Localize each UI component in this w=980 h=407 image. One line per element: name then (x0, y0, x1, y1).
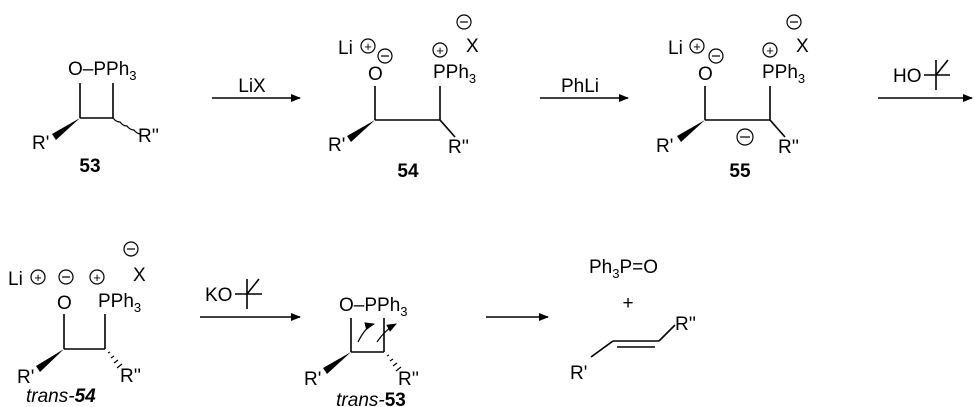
r-prime-label: R' (328, 135, 345, 156)
wedge-bond (347, 120, 375, 142)
oxygen-label: O (368, 64, 383, 85)
compound-55: Li + + X O PPh3 R' R'' 55 (656, 14, 809, 182)
hashed-bond (107, 351, 123, 369)
compound-54-label: 54 (397, 161, 419, 182)
r-double-prime-label: R'' (120, 366, 141, 387)
plus-charge-icon (432, 42, 448, 58)
c-r-bond (769, 119, 786, 138)
triphenylphosphine-oxide-label: Ph3P=O (589, 257, 658, 281)
compound-trans-54: Li + + X O PPh3 R' R'' trans-54 (8, 241, 146, 407)
plus-charge-sign: + (766, 43, 774, 58)
plus-charge-icon (30, 269, 46, 285)
wedge-bond (52, 118, 80, 140)
oxaphosphetane-o-p-label: O–PPh3 (68, 59, 137, 83)
curved-arrow-icon (357, 322, 375, 343)
plus-charge-icon (360, 38, 376, 54)
plus-charge-sign: + (34, 270, 42, 285)
plus-charge-sign: + (436, 43, 444, 58)
hashed-bond (386, 354, 402, 372)
reagent-tbuoh: HO (893, 66, 922, 87)
compound-53-label: 53 (79, 156, 100, 177)
minus-charge-icon (456, 14, 472, 30)
plus-charge-icon (762, 42, 778, 58)
wedge-bond (323, 352, 351, 374)
tert-butyl-group (924, 59, 950, 90)
plus-charge-sign: + (93, 270, 101, 285)
plus-charge-icon (89, 269, 105, 285)
wedge-bond (677, 120, 705, 142)
arrow-step-1: LiX (212, 76, 301, 102)
r-double-prime-label: R'' (138, 126, 159, 147)
c-r-bond (439, 119, 456, 138)
r-prime-label: R' (656, 136, 673, 157)
phosphonium-label: PPh3 (762, 62, 805, 86)
compound-trans-54-label: trans-54 (26, 386, 96, 407)
alkene-product (590, 324, 676, 358)
oxaphosphetane-o-p-label: O–PPh3 (339, 295, 408, 319)
carbanion-charge-icon (736, 128, 754, 146)
compound-55-label: 55 (729, 161, 751, 182)
lithium-label: Li (338, 38, 353, 59)
r-double-prime-label: R'' (675, 314, 696, 335)
minus-charge-icon (377, 48, 393, 64)
arrow-step-3: HO (878, 59, 973, 102)
minus-charge-icon (123, 241, 139, 257)
r-double-prime-label: R'' (448, 137, 469, 158)
r-prime-label: R' (32, 133, 49, 154)
compound-53: O–PPh3 R' R'' 53 (32, 59, 159, 177)
phosphonium-label: PPh3 (98, 291, 141, 315)
r-prime-label: R' (304, 369, 321, 390)
minus-charge-icon (58, 269, 74, 285)
tert-butyl-group (235, 278, 262, 309)
plus-charge-icon (689, 38, 705, 54)
curved-arrow-icon (376, 323, 397, 343)
plus-charge-sign: + (364, 39, 372, 54)
products: Ph3P=O + R' R'' (570, 257, 696, 384)
wavy-bond (112, 117, 142, 135)
counterion-x-label: X (796, 36, 809, 57)
minus-charge-icon (708, 48, 724, 64)
reagent-kotbu: KO (205, 285, 232, 306)
reagent-lix: LiX (238, 76, 266, 97)
phosphonium-label: PPh3 (433, 62, 476, 86)
counterion-x-label: X (466, 36, 479, 57)
reagent-phli: PhLi (561, 76, 599, 97)
lithium-label: Li (8, 269, 23, 290)
compound-54: Li + + X O PPh3 R' R'' 54 (328, 14, 479, 182)
lithium-label: Li (668, 38, 683, 59)
wedge-bond (36, 349, 64, 372)
counterion-x-label: X (133, 265, 146, 286)
compound-trans-53-label: trans-53 (336, 390, 406, 407)
compound-trans-53: O–PPh3 R' R'' trans-53 (304, 295, 419, 407)
arrow-step-4: KO (200, 278, 301, 321)
oxygen-label: O (698, 64, 713, 85)
oxygen-label: O (57, 293, 72, 314)
r-double-prime-label: R'' (398, 369, 419, 390)
arrow-step-2: PhLi (540, 76, 629, 102)
r-double-prime-label: R'' (778, 137, 799, 158)
minus-charge-icon (786, 14, 802, 30)
r-prime-label: R' (17, 367, 34, 388)
plus-charge-sign: + (693, 39, 701, 54)
r-prime-label: R' (570, 363, 587, 384)
plus-sign: + (622, 293, 633, 314)
